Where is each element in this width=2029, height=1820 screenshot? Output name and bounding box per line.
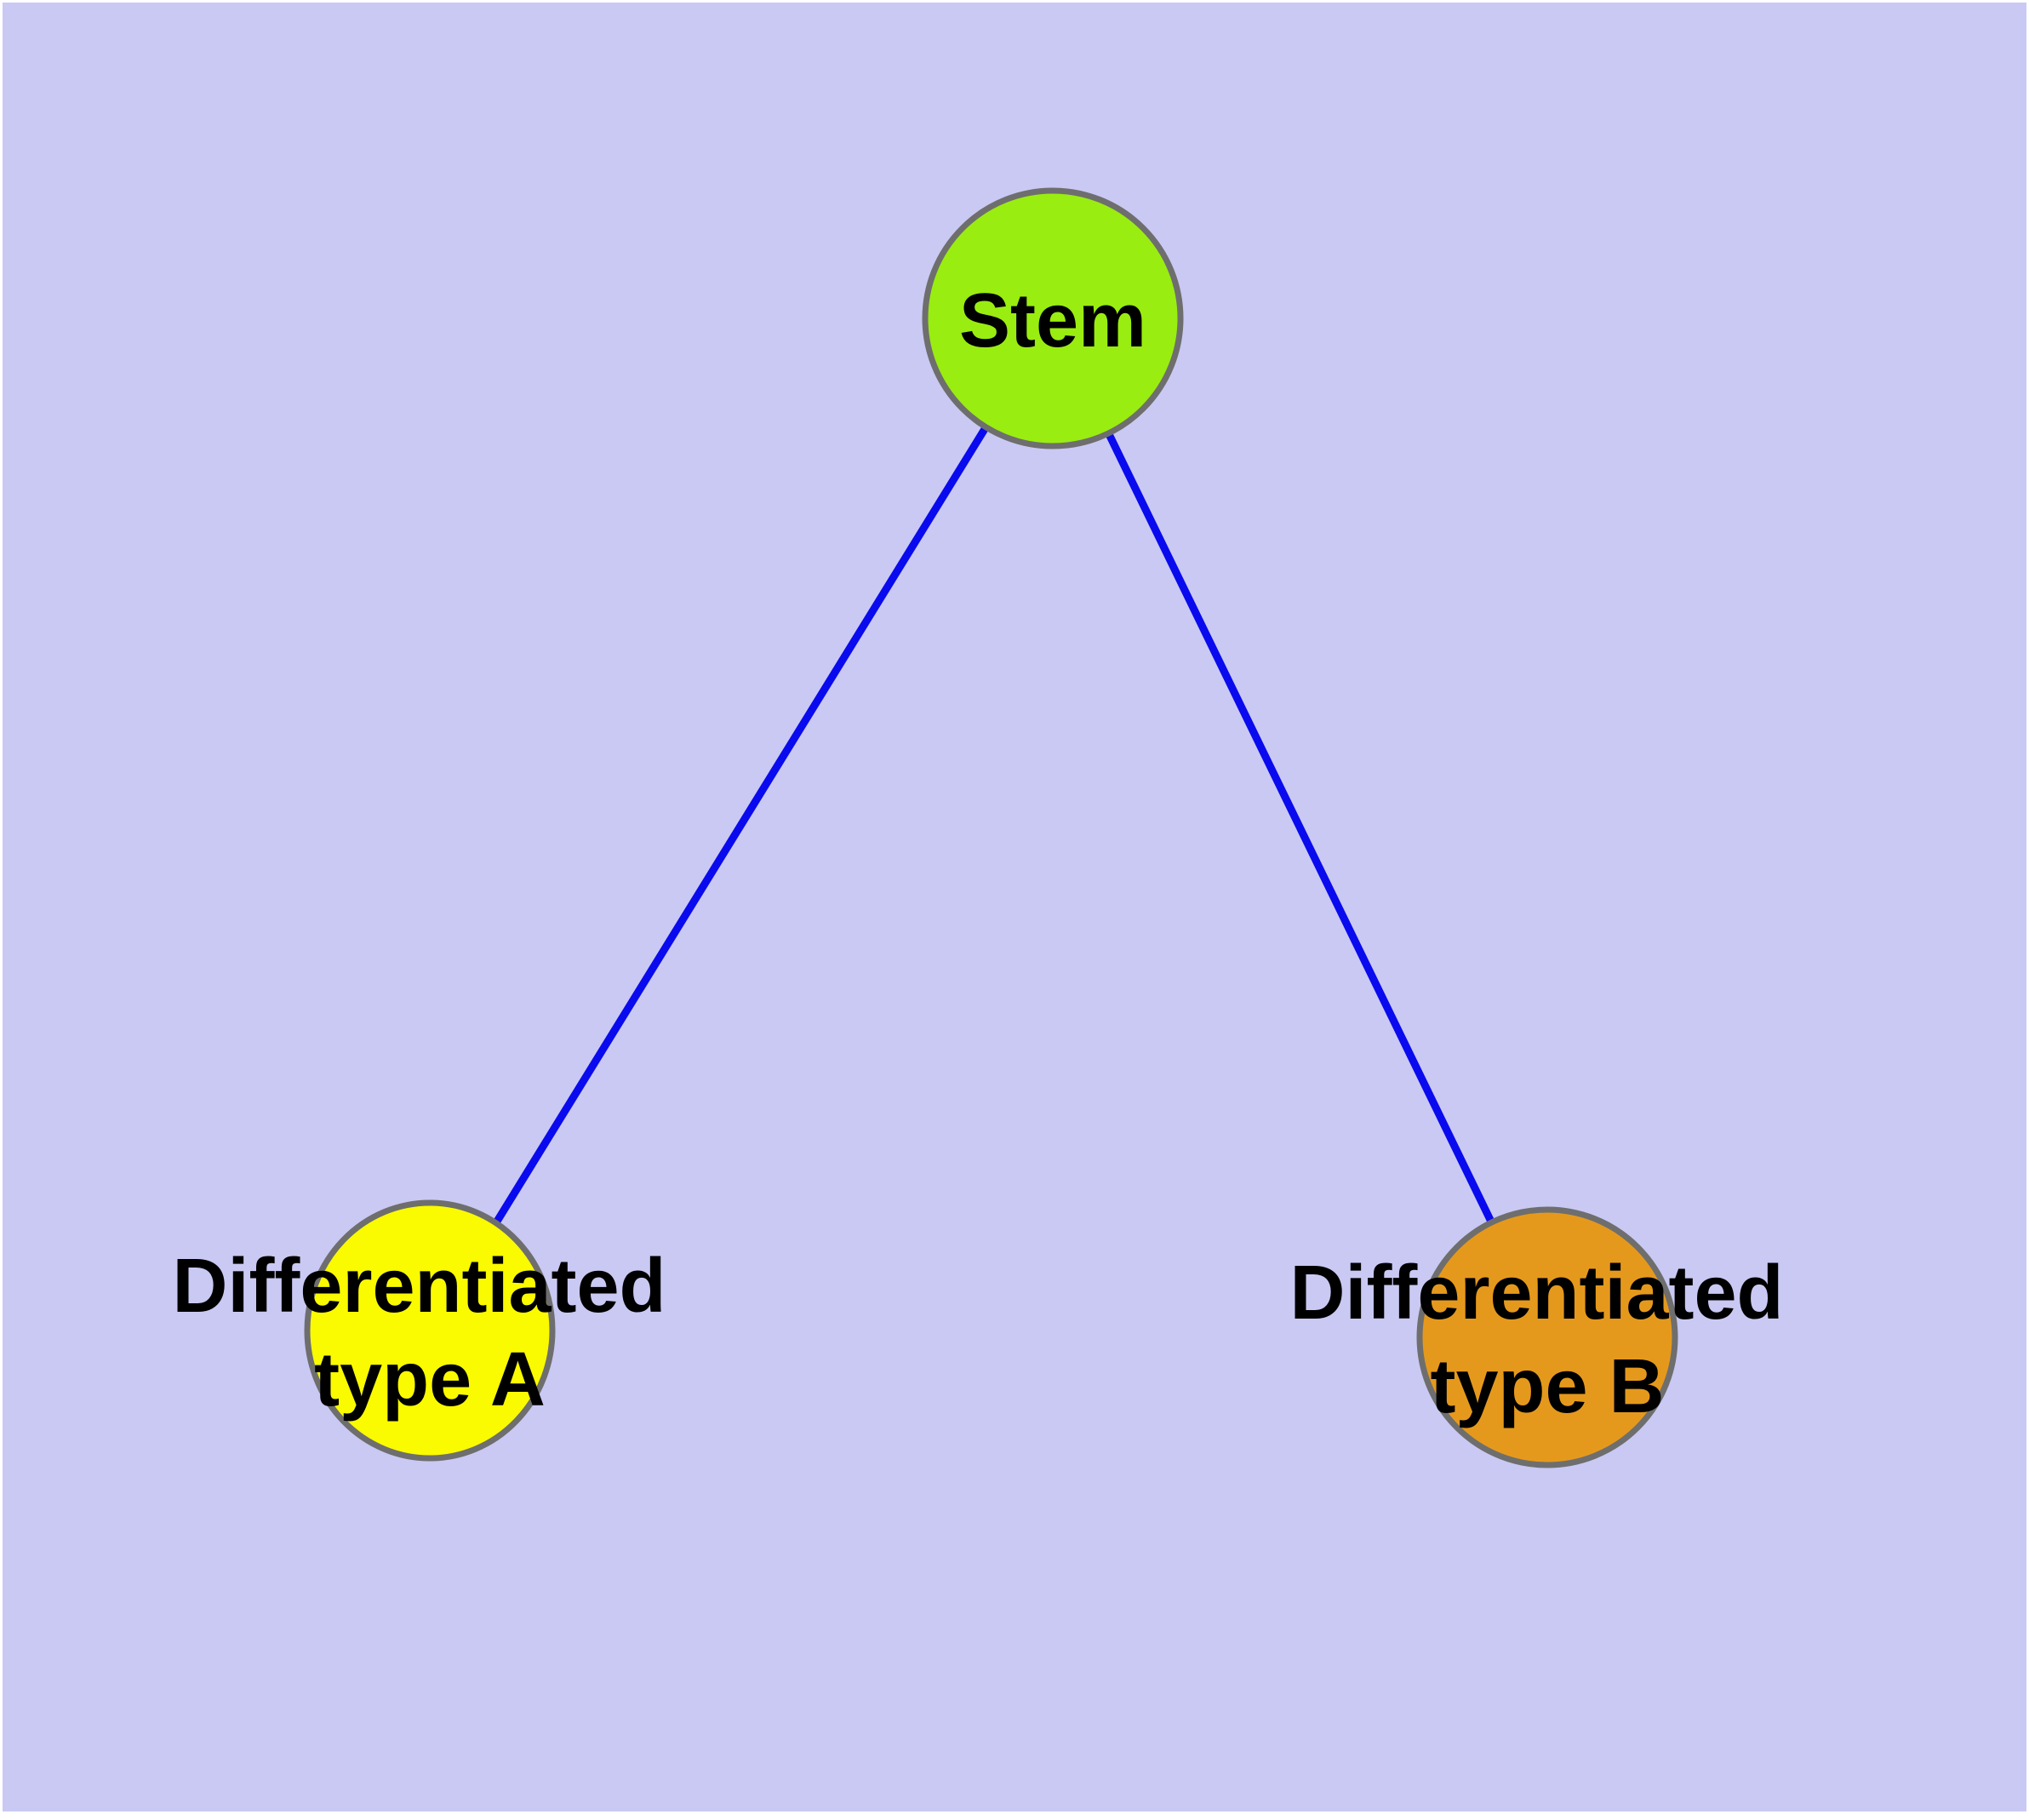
type-b-label-line-2: type B [1430,1344,1664,1429]
node-differentiated-type-a [304,1199,556,1462]
stem-differentiation-diagram: Stem Differentiated type A Differentiate… [3,3,2026,1811]
edge-stem-to-type-a [426,316,1056,1333]
type-a-label-line-1: Differentiated [172,1244,666,1329]
type-a-label-line-2: type A [314,1337,546,1422]
node-stem-label: Stem [959,278,1146,363]
node-stem [922,187,1184,449]
node-differentiated-type-b-label: Differentiated type B [1289,1251,1804,1429]
edge-stem-to-type-b [1049,317,1552,1339]
node-differentiated-type-b [1416,1206,1678,1468]
node-differentiated-type-a-label: Differentiated type A [172,1244,687,1422]
type-b-label-line-1: Differentiated [1289,1251,1783,1336]
diagram-canvas: Stem Differentiated type A Differentiate… [3,3,2026,1811]
